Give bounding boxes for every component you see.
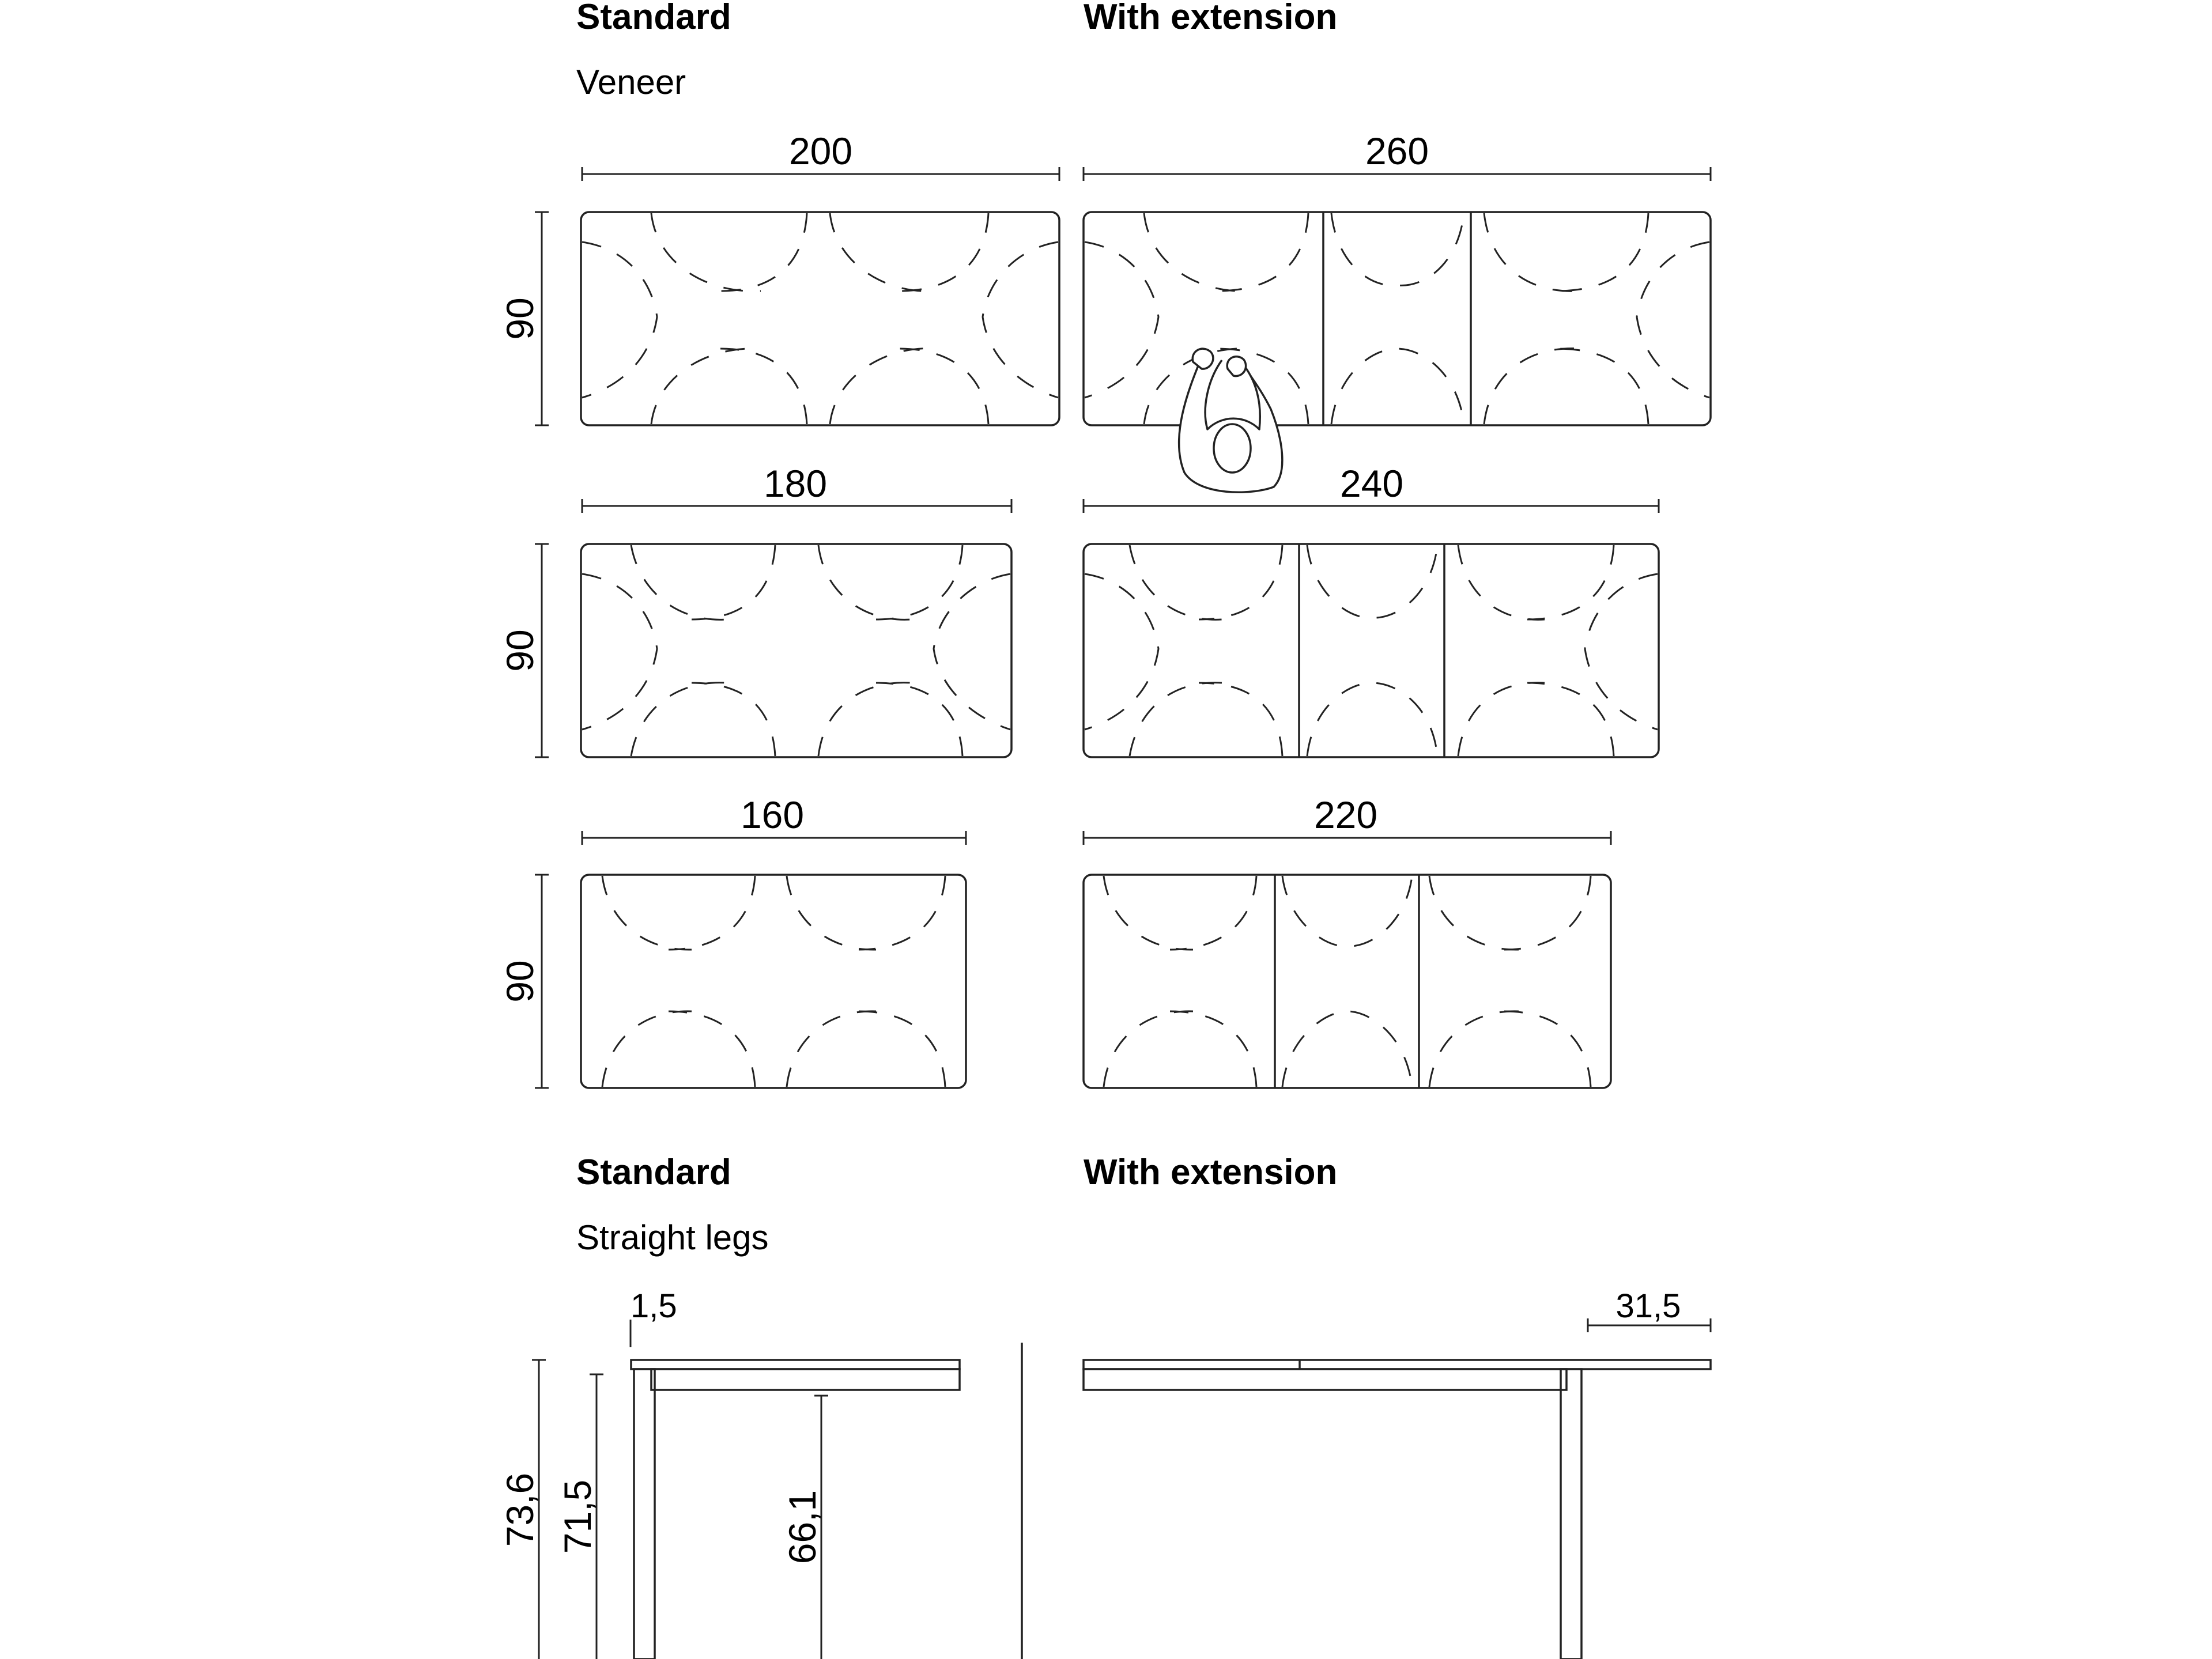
table-top-extended-row-1 bbox=[1082, 211, 1712, 426]
table-top-standard-row-1 bbox=[580, 211, 1060, 426]
depth-label-row-3: 90 bbox=[499, 960, 541, 1002]
dimension-extension-overhang: 31,5 bbox=[1587, 1287, 1712, 1332]
dimension-total-height: 73,6 bbox=[499, 1359, 546, 1659]
dimension-depth-row-1: 90 bbox=[499, 211, 549, 426]
finish-label: Veneer bbox=[576, 63, 686, 101]
extension-heading-bottom: With extension bbox=[1084, 1152, 1337, 1192]
dimension-standard-length-row-2: 180 bbox=[581, 462, 1013, 513]
standard-length-label-row-1: 200 bbox=[789, 130, 852, 172]
dimension-standard-length-row-3: 160 bbox=[581, 793, 967, 845]
dimension-clearance: 66,1 bbox=[781, 1395, 828, 1659]
dimension-standard-length-row-1: 200 bbox=[581, 130, 1060, 181]
depth-label-row-1: 90 bbox=[499, 297, 541, 339]
total-height-label: 73,6 bbox=[499, 1473, 541, 1547]
dimension-top-thickness: 1,5 bbox=[629, 1287, 677, 1347]
dimension-depth-row-2: 90 bbox=[499, 543, 549, 758]
table-top-standard-row-2 bbox=[580, 543, 1013, 758]
top-thickness-label: 1,5 bbox=[631, 1287, 677, 1325]
clearance-label: 66,1 bbox=[781, 1490, 824, 1564]
frame-height-label: 71,5 bbox=[556, 1480, 599, 1554]
top-view-row-3: 160 220 90 bbox=[499, 793, 1612, 1089]
extended-length-label-row-3: 220 bbox=[1314, 793, 1377, 836]
table-top-extended-row-3 bbox=[1082, 874, 1612, 1089]
table-top-extended-row-2 bbox=[1082, 543, 1660, 758]
seated-person-icon bbox=[1177, 347, 1284, 493]
standard-length-label-row-2: 180 bbox=[764, 462, 827, 505]
extended-length-label-row-2: 240 bbox=[1340, 462, 1403, 505]
side-profile-extended bbox=[1082, 1359, 1712, 1659]
standard-heading-bottom: Standard bbox=[576, 1152, 731, 1192]
depth-label-row-2: 90 bbox=[499, 629, 541, 671]
standard-heading-top: Standard bbox=[576, 0, 731, 37]
extension-overhang-label: 31,5 bbox=[1616, 1287, 1681, 1325]
table-top-standard-row-3 bbox=[580, 874, 967, 1089]
top-view-row-2: 180 240 90 bbox=[499, 462, 1660, 758]
dimension-extended-length-row-1: 260 bbox=[1082, 130, 1712, 181]
standard-length-label-row-3: 160 bbox=[741, 793, 804, 836]
legs-label: Straight legs bbox=[576, 1218, 769, 1257]
top-view-row-1: 200 260 90 bbox=[499, 130, 1712, 493]
dimension-frame-height: 71,5 bbox=[556, 1373, 603, 1659]
extended-length-label-row-1: 260 bbox=[1365, 130, 1429, 172]
dimension-extended-length-row-3: 220 bbox=[1082, 793, 1612, 845]
side-view: 1,5 73,6 71,5 66,1 bbox=[499, 1287, 1712, 1659]
dimension-extended-length-row-2: 240 bbox=[1082, 462, 1660, 513]
side-profile-standard bbox=[630, 1343, 1023, 1659]
dimension-depth-row-3: 90 bbox=[499, 874, 549, 1089]
extension-heading-top: With extension bbox=[1084, 0, 1337, 37]
